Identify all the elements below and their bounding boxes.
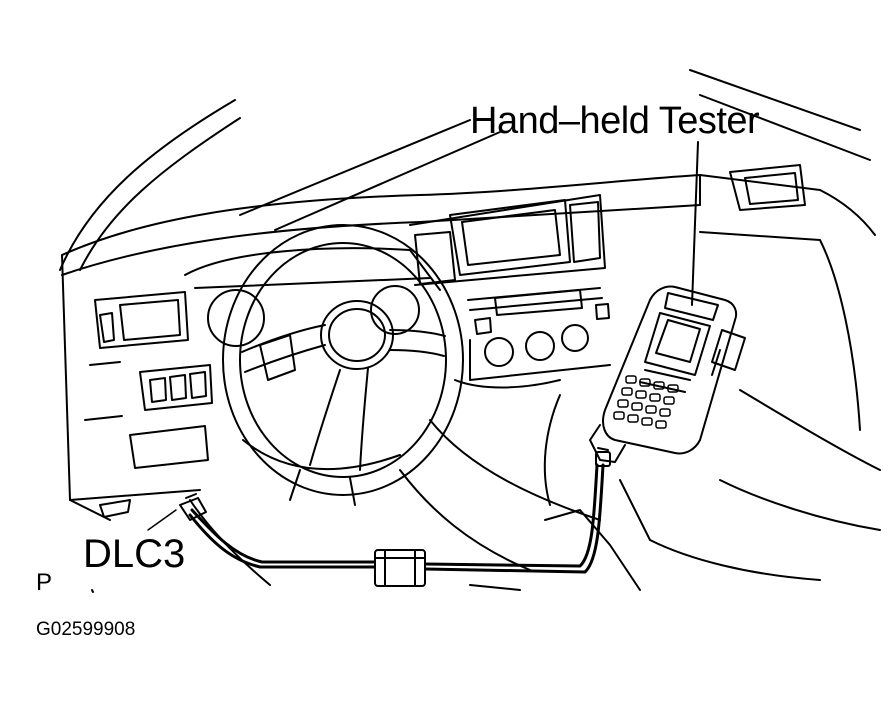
cable-junction-box: [375, 550, 425, 586]
tester-connector: [590, 425, 625, 466]
steering-wheel: [223, 225, 463, 495]
dashboard-top: [62, 175, 875, 275]
p-tick-mark: [92, 590, 93, 592]
dlc3-leader-line: [148, 510, 176, 530]
center-stack: [410, 195, 610, 520]
dashboard-left-panel: [62, 255, 212, 520]
hand-held-tester-label: Hand–held Tester: [470, 100, 760, 142]
tester-leader-line: [692, 142, 698, 305]
tester-keypad: [614, 376, 678, 428]
hand-held-tester: [603, 287, 745, 454]
diagnostic-cable: [190, 465, 603, 572]
dlc3-label: DLC3: [83, 532, 186, 576]
p-label: P: [36, 569, 53, 596]
instrument-cluster: [185, 248, 440, 346]
dlc3-connector: [180, 494, 206, 520]
figure-code: G02599908: [36, 619, 136, 640]
floor-console: [190, 395, 820, 590]
right-side-panel: [700, 165, 880, 530]
steering-column: [290, 470, 355, 505]
windshield-lines: [60, 70, 870, 270]
